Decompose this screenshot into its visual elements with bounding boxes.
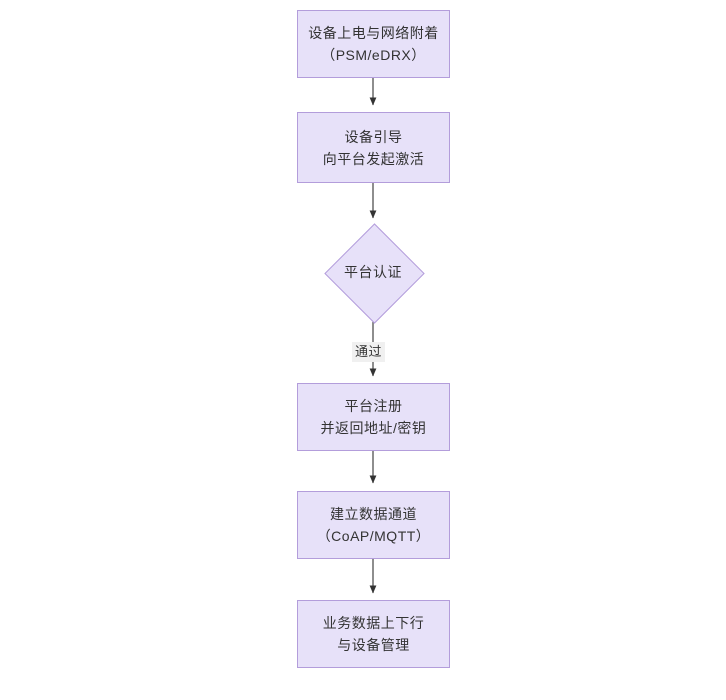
flow-node-line: 平台注册 (344, 398, 403, 414)
flow-node-line: 设备引导 (344, 128, 403, 145)
flow-node-line: 并返回地址/密钥 (320, 420, 427, 436)
flow-node-line: 建立数据通道 (330, 506, 417, 522)
flow-node-line: （CoAP/MQTT） (316, 528, 431, 544)
flow-node-business-data-and-device-mgmt[interactable]: 业务数据上下行 与设备管理 (297, 600, 450, 668)
flow-node-line: 设备上电与网络附着 (308, 25, 439, 41)
flow-node-platform-register[interactable]: 平台注册 并返回地址/密钥 (297, 383, 450, 451)
flow-node-line: （PSM/eDRX） (321, 47, 426, 63)
edge-label-pass: 通过 (352, 342, 386, 362)
flow-node-establish-data-channel[interactable]: 建立数据通道 （CoAP/MQTT） (297, 491, 450, 559)
flow-node-device-bootstrap[interactable]: 设备引导 向平台发起激活 (297, 112, 450, 183)
flow-node-line: 向平台发起激活 (322, 150, 425, 167)
flow-node-platform-auth-decision[interactable]: 平台认证 (323, 222, 425, 324)
flow-node-device-power-on[interactable]: 设备上电与网络附着 （PSM/eDRX） (297, 10, 450, 78)
flow-node-line: 平台认证 (344, 264, 402, 280)
flow-node-line: 业务数据上下行 (322, 615, 425, 631)
flow-node-line: 与设备管理 (337, 637, 410, 653)
